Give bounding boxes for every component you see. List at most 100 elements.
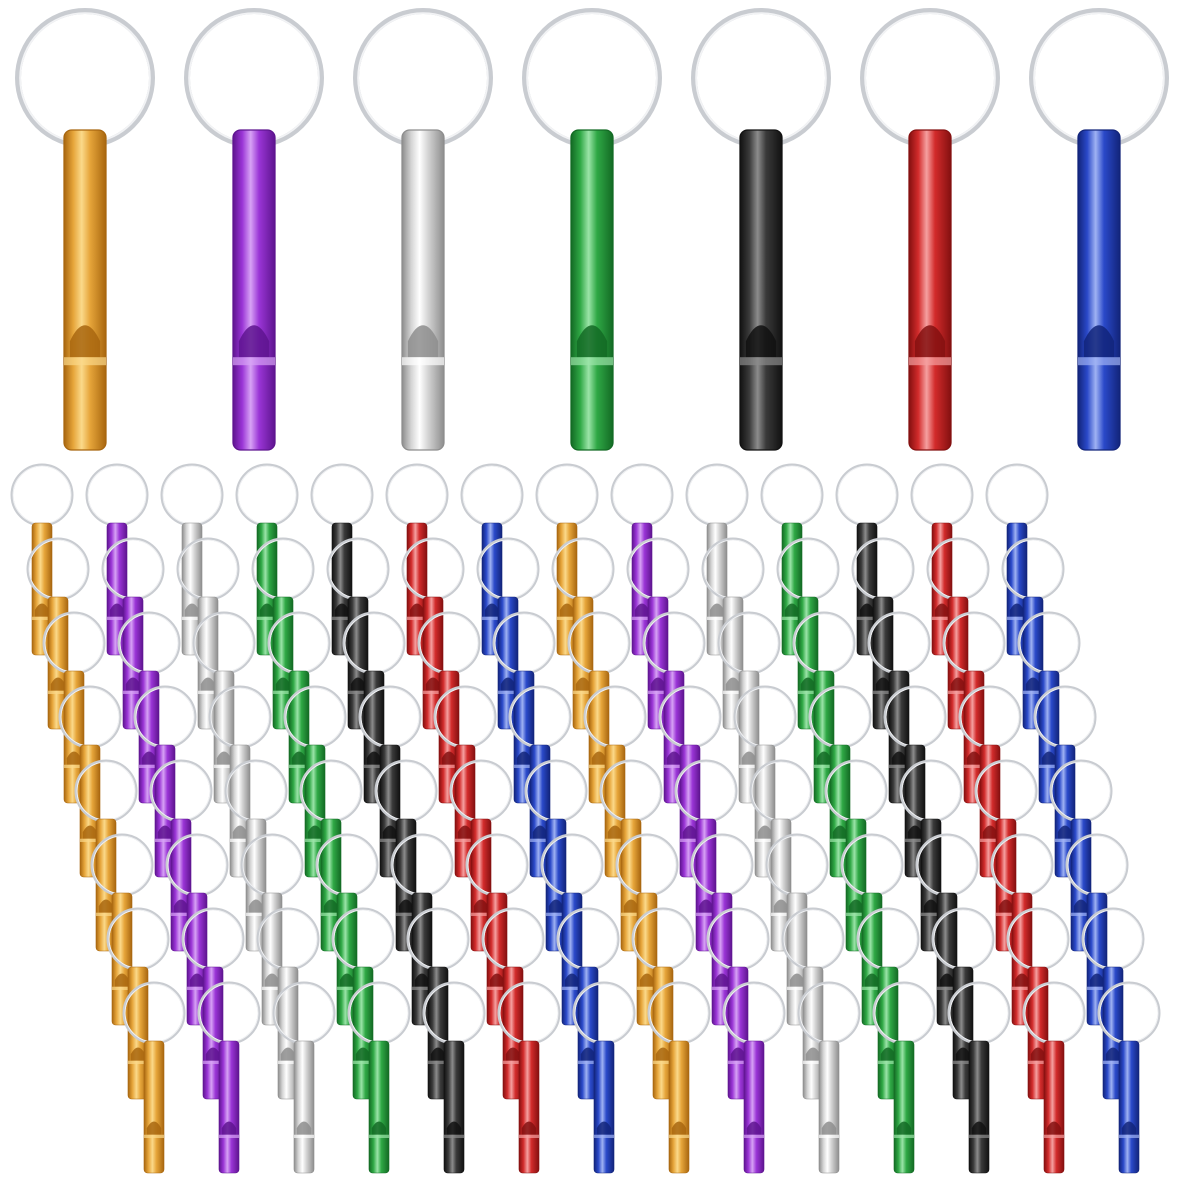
small-whistle xyxy=(931,907,995,1100)
whistle-mouth xyxy=(130,1047,146,1061)
small-whistle xyxy=(106,907,170,1100)
whistle-mouth xyxy=(634,603,650,617)
whistle-mouth xyxy=(741,751,757,765)
whistle-edge xyxy=(921,912,941,917)
small-whistle xyxy=(492,611,556,804)
small-whistle xyxy=(1017,611,1081,804)
whistle-edge xyxy=(233,357,275,366)
small-whistle xyxy=(374,759,438,952)
whistle-tube xyxy=(1086,892,1108,1026)
whistle-edge xyxy=(1012,986,1032,991)
whistle-edge xyxy=(278,1060,298,1065)
whistle-tube xyxy=(202,966,224,1100)
whistle-tube xyxy=(1038,670,1060,804)
small-whistle xyxy=(942,611,1006,804)
whistle-tube xyxy=(908,129,952,451)
small-whistle xyxy=(556,907,620,1100)
whistle-mouth xyxy=(441,751,457,765)
key-ring xyxy=(535,463,599,527)
whistle-mouth xyxy=(934,603,950,617)
small-whistle xyxy=(331,907,395,1100)
whistle-edge xyxy=(1028,1060,1048,1065)
key-ring-highlight xyxy=(12,465,72,525)
whistle-mouth xyxy=(682,825,698,839)
whistle-tube xyxy=(111,892,133,1026)
whistle-mouth xyxy=(500,677,516,691)
key-ring-highlight xyxy=(19,12,151,144)
whistle-tube xyxy=(781,522,803,656)
whistle-edge xyxy=(289,764,309,769)
whistle-mouth xyxy=(575,677,591,691)
whistle-mouth xyxy=(125,677,141,691)
whistle-mouth xyxy=(66,751,82,765)
whistle-mouth xyxy=(971,1121,987,1135)
whistle-tube xyxy=(47,596,69,730)
whistle-mouth xyxy=(789,973,805,987)
whistle-mouth xyxy=(891,751,907,765)
whistle-mouth xyxy=(596,1121,612,1135)
key-ring-highlight xyxy=(864,12,996,144)
whistle-mouth xyxy=(334,603,350,617)
whistle-edge xyxy=(889,764,909,769)
whistle-mouth xyxy=(848,899,864,913)
whistle-edge xyxy=(348,690,368,695)
whistle-edge xyxy=(830,838,850,843)
whistle-tube xyxy=(106,522,128,656)
featured-whistle xyxy=(184,8,324,451)
whistle-edge xyxy=(455,838,475,843)
small-whistle xyxy=(899,759,963,952)
whistle-tube xyxy=(454,744,476,878)
whistle-mouth xyxy=(339,973,355,987)
whistle-mouth xyxy=(216,751,232,765)
small-whistle xyxy=(310,463,374,656)
whistle-edge xyxy=(112,986,132,991)
whistle-tube xyxy=(711,892,733,1026)
whistle-edge xyxy=(353,1060,373,1065)
small-whistle xyxy=(101,537,165,730)
key-ring xyxy=(85,463,149,527)
small-whistle xyxy=(149,759,213,952)
whistle-edge xyxy=(1087,986,1107,991)
featured-whistle xyxy=(1029,8,1169,451)
small-whistle xyxy=(160,463,224,656)
small-whistle xyxy=(535,463,599,656)
whistle-edge xyxy=(203,1060,223,1065)
whistle-edge xyxy=(444,1134,464,1139)
whistle-mouth xyxy=(998,899,1014,913)
whistle-edge xyxy=(728,1060,748,1065)
featured-whistle xyxy=(860,8,1000,451)
key-ring xyxy=(310,463,374,527)
whistle-edge xyxy=(182,616,202,621)
whistle-mouth xyxy=(1105,1047,1121,1061)
whistle-edge xyxy=(439,764,459,769)
whistle-edge xyxy=(380,838,400,843)
key-ring xyxy=(760,463,824,527)
whistle-edge xyxy=(557,616,577,621)
whistle-edge xyxy=(932,616,952,621)
whistle-tube xyxy=(422,596,444,730)
whistle-edge xyxy=(139,764,159,769)
small-whistle xyxy=(117,611,181,804)
whistle-tube xyxy=(572,596,594,730)
small-whistle xyxy=(122,981,186,1174)
whistle-tube xyxy=(570,129,614,451)
whistle-edge xyxy=(571,357,613,366)
whistle-edge xyxy=(369,1134,389,1139)
whistle-tube xyxy=(893,1040,915,1174)
small-whistle xyxy=(883,685,947,878)
small-whistle xyxy=(476,537,540,730)
whistle-mouth xyxy=(221,1121,237,1135)
whistle-edge xyxy=(128,1060,148,1065)
whistle-tube xyxy=(872,596,894,730)
small-whistle xyxy=(406,907,470,1100)
key-ring xyxy=(235,463,299,527)
whistle-edge xyxy=(846,912,866,917)
whistle-tube xyxy=(181,522,203,656)
whistle-edge xyxy=(187,986,207,991)
whistle-edge xyxy=(798,690,818,695)
whistle-tube xyxy=(818,1040,840,1174)
whistle-edge xyxy=(1023,690,1043,695)
whistle-tube xyxy=(695,818,717,952)
small-whistle xyxy=(267,611,331,804)
whistle-tube xyxy=(545,818,567,952)
